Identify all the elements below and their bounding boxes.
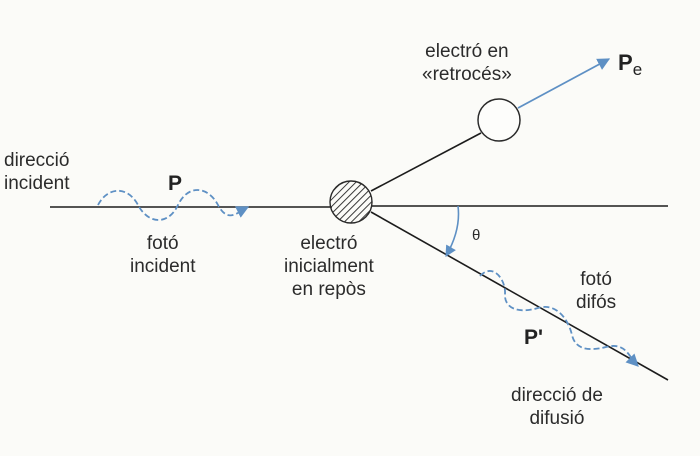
- p-scattered-label: P': [524, 326, 544, 349]
- p-electron-base: P: [618, 50, 633, 75]
- scatter-direction-line: [370, 211, 669, 381]
- recoil-path-line: [370, 132, 482, 192]
- scattered-photon-line1: fotó: [580, 269, 612, 290]
- recoil-electron: [477, 98, 521, 142]
- angle-label: θ: [472, 227, 481, 244]
- recoil-electron-label: electró en «retrocés»: [422, 40, 512, 86]
- scattered-photon-label: fotó difós: [576, 268, 616, 314]
- recoil-electron-line2: «retrocés»: [422, 64, 512, 85]
- electron-at-rest: [329, 180, 373, 224]
- incident-photon-line1: fotó: [146, 233, 179, 254]
- recoil-electron-line1: electró en: [425, 41, 509, 62]
- scattered-photon-line2: difós: [576, 292, 617, 313]
- scatter-angle-arc: [445, 205, 460, 257]
- scattered-photon-wave: [479, 270, 639, 367]
- scatter-direction-line2: difusió: [529, 408, 585, 429]
- incident-photon-line2: incident: [130, 256, 196, 277]
- incident-direction-label: direcció incident: [4, 149, 70, 195]
- p-incident-label: P: [168, 172, 183, 195]
- incident-direction-line2: incident: [4, 173, 70, 194]
- electron-rest-line2: inicialment: [284, 256, 374, 277]
- scatter-direction-line1: direcció de: [511, 385, 603, 406]
- electron-momentum-arrow: [517, 58, 611, 109]
- electron-rest-line1: electró: [300, 233, 358, 254]
- incident-direction-line1: direcció: [4, 150, 70, 171]
- incident-photon-wave: [97, 189, 250, 221]
- p-electron-label: Pe: [618, 51, 642, 81]
- electron-rest-label: electró inicialment en repòs: [284, 232, 374, 301]
- incident-photon-label: fotó incident: [130, 232, 196, 278]
- scatter-direction-label: direcció de difusió: [511, 384, 603, 430]
- p-electron-subscript: e: [632, 60, 643, 79]
- electron-rest-line3: en repòs: [291, 279, 366, 300]
